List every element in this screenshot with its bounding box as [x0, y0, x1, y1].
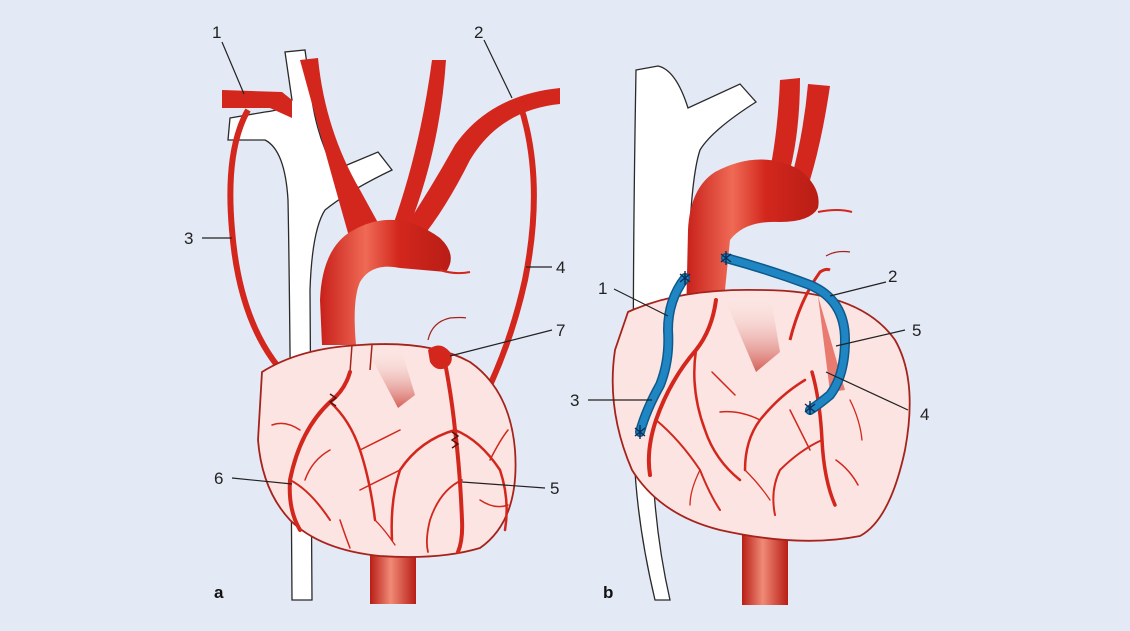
heart-b: [611, 288, 911, 542]
anastomoses-b: [634, 251, 816, 439]
panel-label-b: b: [603, 583, 613, 602]
arch-branches-b: [770, 78, 830, 180]
vein-grafts-b: [635, 253, 851, 437]
callout-b-4: 4: [920, 405, 929, 424]
callout-b-1: 1: [598, 279, 607, 298]
panel-b: 1 2 3 4 5 b: [570, 65, 929, 605]
callout-a-2: 2: [474, 23, 483, 42]
callout-a-1: 1: [212, 23, 221, 42]
callout-b-2: 2: [888, 267, 897, 286]
coronary-arteries-b: [646, 298, 863, 516]
aortic-arch-a: [320, 219, 451, 345]
callout-b-5: 5: [912, 321, 921, 340]
callout-a-3: 3: [184, 229, 193, 248]
leader-lines-a: [202, 39, 553, 489]
left-atrial-appendage-a: [428, 345, 452, 370]
pulmonary-trunk-b: [726, 292, 780, 372]
callout-a-6: 6: [214, 469, 223, 488]
aortic-arch-b: [686, 159, 819, 320]
callout-a-4: 4: [556, 258, 565, 277]
coronary-arteries-a: [271, 366, 509, 554]
callout-a-7: 7: [556, 321, 565, 340]
arch-branches-a: [222, 58, 560, 240]
panel-a: 1 2 3 4 5 6 7 a: [184, 23, 565, 604]
callout-a-5: 5: [550, 479, 559, 498]
leader-lines-b: [588, 281, 909, 411]
callout-b-3: 3: [570, 391, 579, 410]
pulmonary-trunk-a: [370, 345, 415, 408]
panel-label-a: a: [214, 583, 224, 602]
